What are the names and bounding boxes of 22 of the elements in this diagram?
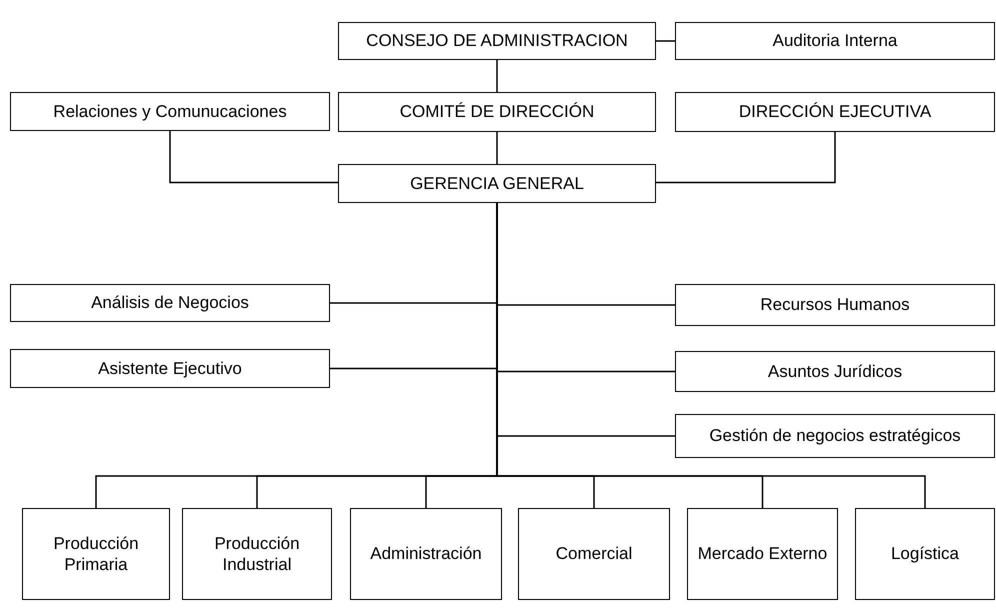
org-box: Gestión de negocios estratégicos: [675, 414, 995, 458]
org-box: Auditoria Interna: [675, 22, 995, 60]
org-box: CONSEJO DE ADMINISTRACION: [338, 22, 656, 60]
org-box: Asistente Ejecutivo: [10, 349, 330, 388]
connector-line: [496, 60, 498, 92]
connector-line: [656, 40, 675, 42]
org-box: Producción Industrial: [182, 508, 332, 600]
org-box: Mercado Externo: [687, 508, 838, 600]
org-box: COMITÉ DE DIRECCIÓN: [338, 92, 656, 132]
org-box: Relaciones y Comunucaciones: [10, 92, 330, 131]
org-box: Análisis de Negocios: [10, 284, 330, 322]
org-box: GERENCIA GENERAL: [338, 164, 656, 203]
org-box: Administración: [350, 508, 502, 600]
org-box: Recursos Humanos: [675, 284, 995, 326]
org-box: Asuntos Jurídicos: [675, 351, 995, 392]
org-box: Comercial: [518, 508, 670, 600]
org-box: Logística: [855, 508, 995, 600]
connector-line: [169, 131, 338, 184]
org-box: Producción Primaria: [22, 508, 170, 600]
connector-line: [496, 132, 498, 164]
org-box: DIRECCIÓN EJECUTIVA: [675, 92, 995, 132]
connector-line: [656, 132, 836, 184]
